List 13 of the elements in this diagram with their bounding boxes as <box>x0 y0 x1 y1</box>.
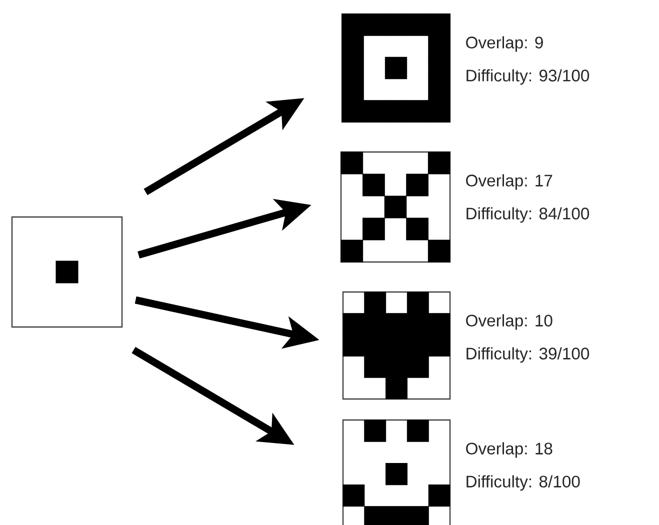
stat-text: Difficulty: 93/100 <box>466 69 590 85</box>
stat-text: Difficulty: 8/100 <box>466 475 580 491</box>
stat-text: Overlap: 18 <box>466 442 552 458</box>
stat-text: Overlap: 9 <box>466 36 543 52</box>
pattern-grid <box>340 151 451 263</box>
stat-text: Overlap: 10 <box>466 314 552 330</box>
stat-text: Difficulty: 39/100 <box>466 347 590 363</box>
pattern-grid <box>342 419 451 525</box>
stat-text: Difficulty: 84/100 <box>466 207 590 223</box>
pattern-grid <box>341 13 451 123</box>
stat-text: Overlap: 17 <box>466 174 552 190</box>
pattern-grid <box>11 216 123 328</box>
pattern-grid <box>342 291 451 400</box>
